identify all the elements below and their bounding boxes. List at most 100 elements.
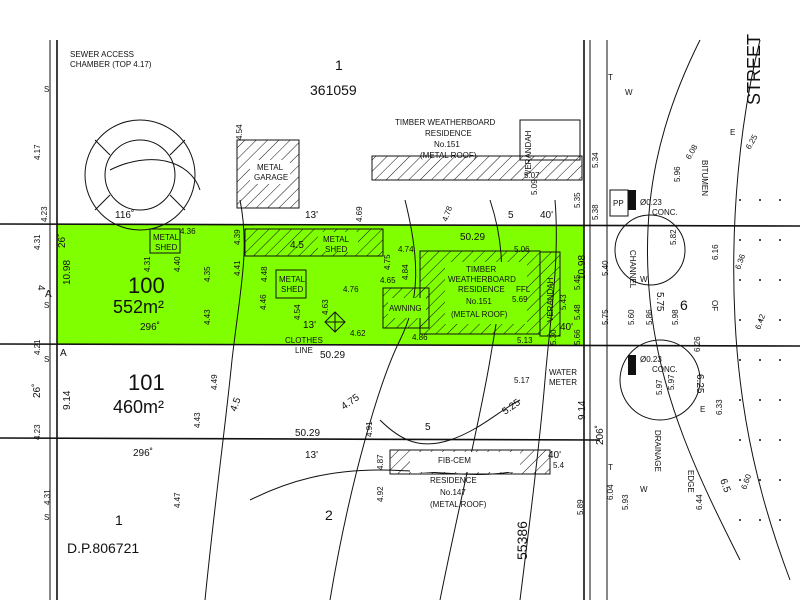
shed-small-label-1: METAL (153, 233, 180, 242)
level: 4.23 (33, 424, 42, 440)
res-label-3: RESIDENCE (458, 285, 505, 294)
level: 4.84 (401, 264, 410, 280)
dim-50-29-b: 50.29 (320, 350, 345, 361)
level: 4.87 (376, 454, 385, 470)
dim-10-98-left: 10.98 (62, 260, 73, 285)
level: 5.82 (669, 229, 678, 245)
lot-2: 2 (325, 507, 333, 523)
tree-canopy (84, 119, 196, 231)
fib-label-4: (METAL ROOF) (430, 500, 487, 509)
lot-101-label: 101 (128, 370, 165, 395)
buildings (149, 119, 583, 475)
level: 5.43 (559, 294, 568, 310)
svg-text:A: A (60, 348, 67, 359)
pp-label: PP (613, 199, 624, 208)
level: 5.07 (524, 171, 540, 180)
level: 4.36 (180, 227, 196, 236)
svg-text:S: S (44, 355, 49, 364)
tw-label-1: TIMBER WEATHERBOARD (395, 118, 496, 127)
level: 4.54 (293, 304, 302, 320)
level: 4.43 (193, 412, 202, 428)
level: 4.69 (355, 206, 364, 222)
level: 4.46 (259, 294, 268, 310)
level: 4.21 (33, 339, 42, 355)
lot-101-area: 460m² (113, 397, 164, 417)
contour-4-5-b: 4.5 (228, 396, 243, 413)
dim-9-14-left: 9.14 (62, 390, 73, 410)
level: 6.16 (711, 244, 720, 260)
level: 4.65 (380, 276, 396, 285)
level: 5.30 (549, 329, 558, 345)
svg-text:T: T (608, 463, 613, 472)
level: 4.31 (33, 234, 42, 250)
level: 4.31 (143, 256, 152, 272)
metal-shed-long (244, 228, 384, 257)
level: 4.74 (398, 245, 414, 254)
contour-6-25: 6.25 (694, 374, 705, 394)
edge-label: EDGE (686, 470, 695, 493)
water-label-1: WATER (549, 368, 577, 377)
level: 4.49 (210, 374, 219, 390)
ang-296-b: 296˚ (133, 447, 153, 459)
level: 5.4 (553, 461, 565, 470)
level: 4.47 (173, 492, 182, 508)
level: 4.43 (203, 309, 212, 325)
shed-mid-label-2: SHED (281, 285, 303, 294)
ang-13-a: 13' (305, 210, 318, 221)
sewer-label-2: CHAMBER (TOP 4.17) (70, 60, 152, 69)
dim-50-29-c: 50.29 (295, 428, 320, 439)
level: 4.17 (33, 144, 42, 160)
lot-100-label: 100 (128, 273, 165, 298)
clothes-label-1: CLOTHES (285, 336, 323, 345)
verandah-top (519, 119, 581, 161)
contour-5-b: 5 (425, 422, 431, 433)
level: 5.38 (591, 204, 600, 220)
svg-text:A: A (45, 289, 52, 300)
level: 5.45 (573, 274, 582, 290)
level: 4.92 (376, 486, 385, 502)
level: 5.66 (573, 329, 582, 345)
level: 5.93 (621, 494, 630, 510)
svg-text:W: W (640, 275, 648, 284)
dim-50-29-a: 50.29 (460, 232, 485, 243)
res-label-5: (METAL ROOF) (451, 310, 508, 319)
sewer-label-1: SEWER ACCESS (70, 50, 134, 59)
ffl-value: 5.69 (512, 295, 528, 304)
conc1-label-b: CONC. (652, 208, 678, 217)
service-markers: S S S S A A W W W T T E E OF (44, 73, 735, 522)
level: 6.36 (733, 252, 747, 270)
svg-text:OF: OF (710, 300, 719, 311)
level: 4.76 (343, 285, 359, 294)
ang-13-b: 13' (303, 320, 316, 331)
ang-40-a: 40' (540, 210, 553, 221)
level: 6.08 (684, 143, 700, 161)
level: 4.78 (440, 204, 454, 222)
level: 4.54 (235, 124, 244, 140)
conc2-label-a: Ø0.23 (640, 355, 662, 364)
level: 4.62 (350, 329, 366, 338)
level: 4.63 (321, 299, 330, 315)
contour-5-a: 5 (508, 210, 514, 221)
clothes-line-icon (324, 311, 346, 333)
contour-4-75-a: 4.75 (339, 392, 362, 412)
drainage-label: DRAINAGE (653, 430, 662, 472)
conc2-label-b: CONC. (652, 365, 678, 374)
lot-1-top: 1 (335, 57, 343, 73)
tw-label-4: (METAL ROOF) (420, 151, 477, 160)
lot-100-area: 552m² (113, 297, 164, 317)
metal-shed-small (149, 228, 181, 254)
ang-40-c: 40' (548, 450, 561, 461)
svg-text:T: T (608, 73, 613, 82)
level: 5.96 (673, 166, 682, 182)
conc1-label-a: Ø0.23 (640, 198, 662, 207)
svg-text:S: S (44, 301, 49, 310)
svg-text:W: W (625, 88, 633, 97)
clothes-label-2: LINE (295, 346, 313, 355)
level: 4.41 (233, 260, 242, 276)
level: 5.97 (667, 374, 676, 390)
level: 4.91 (365, 421, 374, 437)
level: 5.17 (514, 376, 530, 385)
metal-shed-mid (275, 269, 307, 299)
awning-label: AWNING (389, 304, 422, 313)
contour-6-5: 6.5 (717, 477, 732, 494)
